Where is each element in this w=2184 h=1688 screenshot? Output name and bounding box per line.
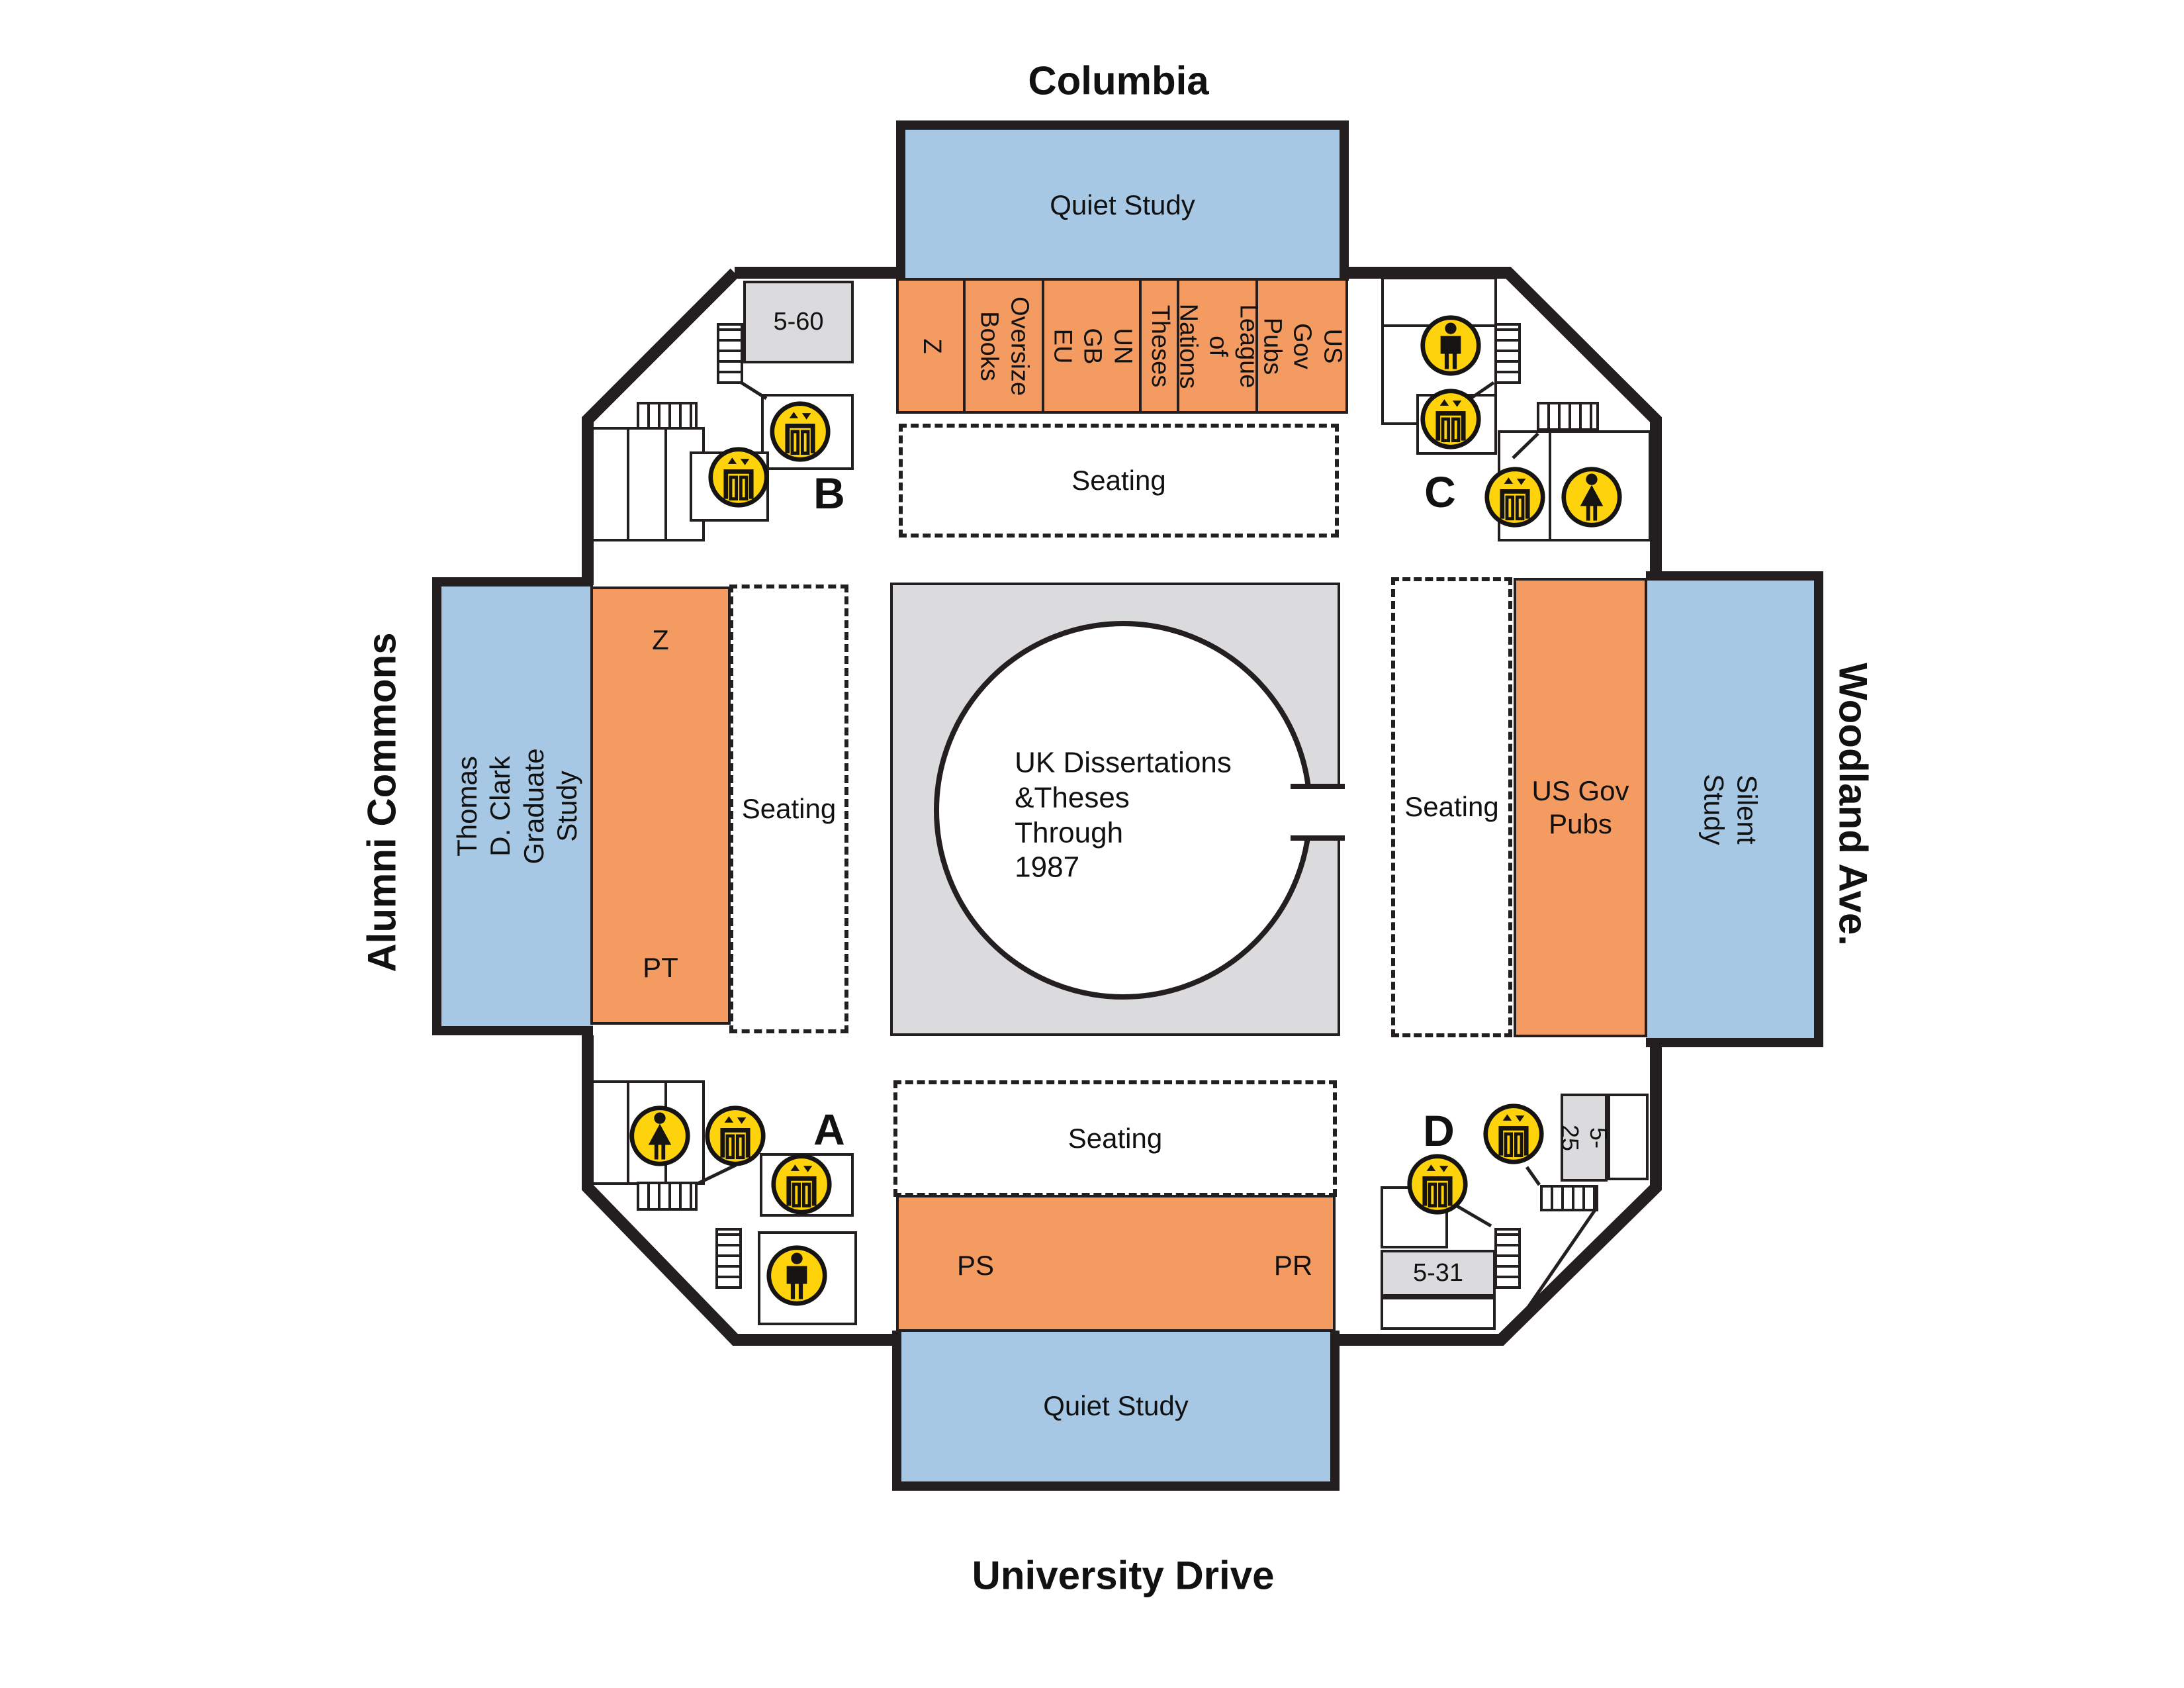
- stairs-northwest-upper: [717, 323, 743, 384]
- elevator-icon: [1482, 1102, 1545, 1166]
- seating-north-label: Seating: [1071, 464, 1166, 496]
- stack-column-theses-label: Theses: [1146, 305, 1174, 387]
- room-5-25: 5-25: [1557, 1094, 1612, 1182]
- street-label-south: University Drive: [972, 1553, 1275, 1598]
- stack-column-un-gb-eu: UN GB EU: [1044, 281, 1142, 411]
- stack-column-oversize-books: Oversize Books: [966, 281, 1045, 411]
- stairs-southwest-lower: [715, 1228, 742, 1289]
- stack-column-z-label: Z: [917, 338, 946, 354]
- seating-area-east: Seating: [1391, 577, 1512, 1037]
- stacks-west-block: Z PT: [590, 586, 731, 1025]
- wall-divider: [664, 427, 667, 541]
- stacks-south-right-label: PR: [1273, 1249, 1313, 1281]
- stairs-northwest-lower: [637, 402, 698, 430]
- stack-column-league-of-nations: League of Nations: [1174, 281, 1262, 411]
- room-5-60: 5-60: [743, 281, 854, 363]
- quiet-study-north-label: Quiet Study: [1050, 189, 1195, 220]
- stacks-east-label: US Gov Pubs: [1531, 774, 1629, 839]
- utility-room: [1381, 1297, 1496, 1330]
- stacks-east-block: US Gov Pubs: [1514, 578, 1647, 1037]
- seating-area-west: Seating: [729, 585, 848, 1033]
- stack-column-un-gb-eu-label: UN GB EU: [1048, 328, 1137, 364]
- center-core-labelbox: UK Dissertations &Theses Through 1987: [1015, 745, 1232, 885]
- silent-study-label: Silent Study: [1698, 773, 1763, 845]
- stairs-southeast-lower: [1494, 1228, 1521, 1289]
- stairs-southeast-upper: [1540, 1185, 1598, 1211]
- elevator-icon: [1406, 1152, 1469, 1216]
- room-5-31-label: 5-31: [1412, 1258, 1464, 1287]
- elevator-icon: [707, 445, 770, 509]
- stack-column-z: Z: [899, 281, 966, 411]
- elevator-icon: [770, 1152, 833, 1216]
- wall-divider: [1549, 430, 1551, 541]
- elevator-icon: [1419, 387, 1482, 451]
- stair-letter-a: A: [813, 1105, 845, 1154]
- stacks-west-bottom-label: PT: [643, 951, 678, 983]
- men-restroom-icon: [1419, 314, 1482, 377]
- elevator-icon: [704, 1104, 767, 1168]
- utility-room: [589, 427, 705, 541]
- graduate-study-room: Thomas D. Clark Graduate Study: [432, 577, 593, 1035]
- elevator-icon: [768, 400, 832, 463]
- wall-divider: [627, 427, 629, 541]
- quiet-study-south-label: Quiet Study: [1043, 1389, 1189, 1421]
- quiet-study-south-room: Quiet Study: [892, 1331, 1340, 1491]
- stair-letter-d: D: [1423, 1106, 1455, 1155]
- women-restroom-icon: [1560, 465, 1623, 529]
- quiet-study-north-room: Quiet Study: [896, 120, 1349, 281]
- silent-study-room: Silent Study: [1646, 571, 1823, 1047]
- stacks-north-row: Z Oversize Books UN GB EU Theses League …: [896, 278, 1348, 414]
- room-5-60-label: 5-60: [773, 307, 824, 336]
- stack-column-us-gov-pubs-label: US Gov Pubs: [1258, 317, 1347, 375]
- utility-room: [1608, 1094, 1649, 1180]
- stacks-west-top-label: Z: [652, 624, 669, 655]
- seating-area-north: Seating: [899, 424, 1339, 538]
- stacks-south-block: PS PR: [896, 1195, 1336, 1332]
- men-restroom-icon: [765, 1244, 829, 1307]
- street-label-north: Columbia: [1028, 58, 1209, 103]
- stairs-northeast-upper: [1494, 323, 1521, 384]
- stair-letter-b: B: [813, 469, 845, 518]
- seating-area-south: Seating: [893, 1080, 1337, 1197]
- stacks-south-left-label: PS: [956, 1249, 995, 1281]
- elevator-icon: [1483, 465, 1547, 529]
- room-5-25-label: 5-25: [1556, 1124, 1612, 1151]
- room-5-31: 5-31: [1381, 1250, 1496, 1297]
- street-label-east: Woodland Ave.: [1831, 663, 1876, 946]
- stairs-southwest-upper: [637, 1182, 698, 1211]
- stairs-northeast-lower: [1537, 402, 1599, 431]
- graduate-study-label: Thomas D. Clark Graduate Study: [451, 748, 582, 865]
- women-restroom-icon: [628, 1104, 692, 1168]
- stack-column-oversize-books-label: Oversize Books: [975, 296, 1034, 396]
- stack-column-us-gov-pubs: US Gov Pubs: [1258, 281, 1347, 411]
- street-label-west: Alumni Commons: [359, 632, 404, 972]
- seating-east-label: Seating: [1404, 791, 1499, 823]
- center-core-label: UK Dissertations &Theses Through 1987: [1015, 746, 1232, 884]
- seating-south-label: Seating: [1068, 1122, 1163, 1154]
- seating-west-label: Seating: [741, 792, 837, 824]
- stair-letter-c: C: [1424, 467, 1456, 516]
- stack-column-league-of-nations-label: League of Nations: [1174, 303, 1263, 389]
